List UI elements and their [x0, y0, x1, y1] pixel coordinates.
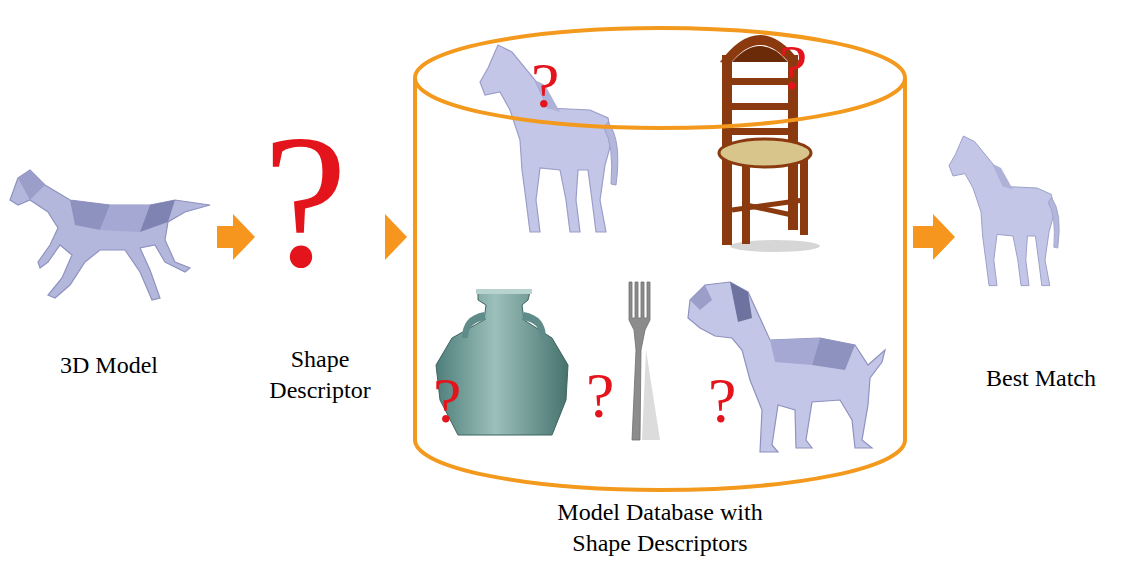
chair-part [719, 139, 811, 167]
standing-horse [480, 45, 618, 232]
flow-arrow [217, 214, 255, 260]
cylinder-outline-path [415, 28, 905, 490]
chair-part [800, 155, 808, 235]
running-horse-part [140, 200, 175, 232]
chair-part [732, 128, 788, 135]
question-mark: ? [531, 54, 559, 118]
question-mark: ? [708, 369, 736, 433]
dog-part [688, 282, 885, 452]
question-mark: ? [263, 106, 347, 296]
best-match: Best Match [958, 130, 1124, 398]
chair [719, 35, 820, 252]
node-caption: Shape Descriptor [258, 344, 382, 406]
dog-part [812, 338, 855, 370]
running-horse-part [18, 170, 45, 200]
vase-part [476, 289, 532, 294]
node-caption: Best Match [986, 363, 1096, 394]
fork-part [642, 350, 660, 440]
flow-arrow [385, 214, 407, 260]
running-horse-part [10, 170, 210, 300]
node-caption: Model Database with Shape Descriptors [545, 497, 775, 559]
query-model: 3D Model [4, 160, 214, 385]
question-mark: ? [779, 36, 807, 100]
dog [688, 282, 885, 452]
vase-part [462, 312, 486, 338]
chair-part [732, 103, 788, 110]
node-caption: 3D Model [60, 350, 158, 381]
question-mark: ? [433, 369, 461, 433]
question-mark: ? [586, 364, 614, 428]
database-cylinder: Model Database with Shape Descriptors [410, 20, 910, 565]
cylinder-outline [410, 20, 910, 565]
dog-part [770, 338, 820, 365]
best-match-horse [949, 136, 1059, 286]
flow-arrow [913, 214, 955, 260]
dog-part [730, 282, 752, 322]
running-horse [10, 170, 210, 300]
vase-part [522, 312, 546, 338]
chair-part [742, 160, 750, 244]
chair-part [746, 205, 792, 215]
dog-part [690, 285, 712, 310]
fork [629, 282, 660, 440]
